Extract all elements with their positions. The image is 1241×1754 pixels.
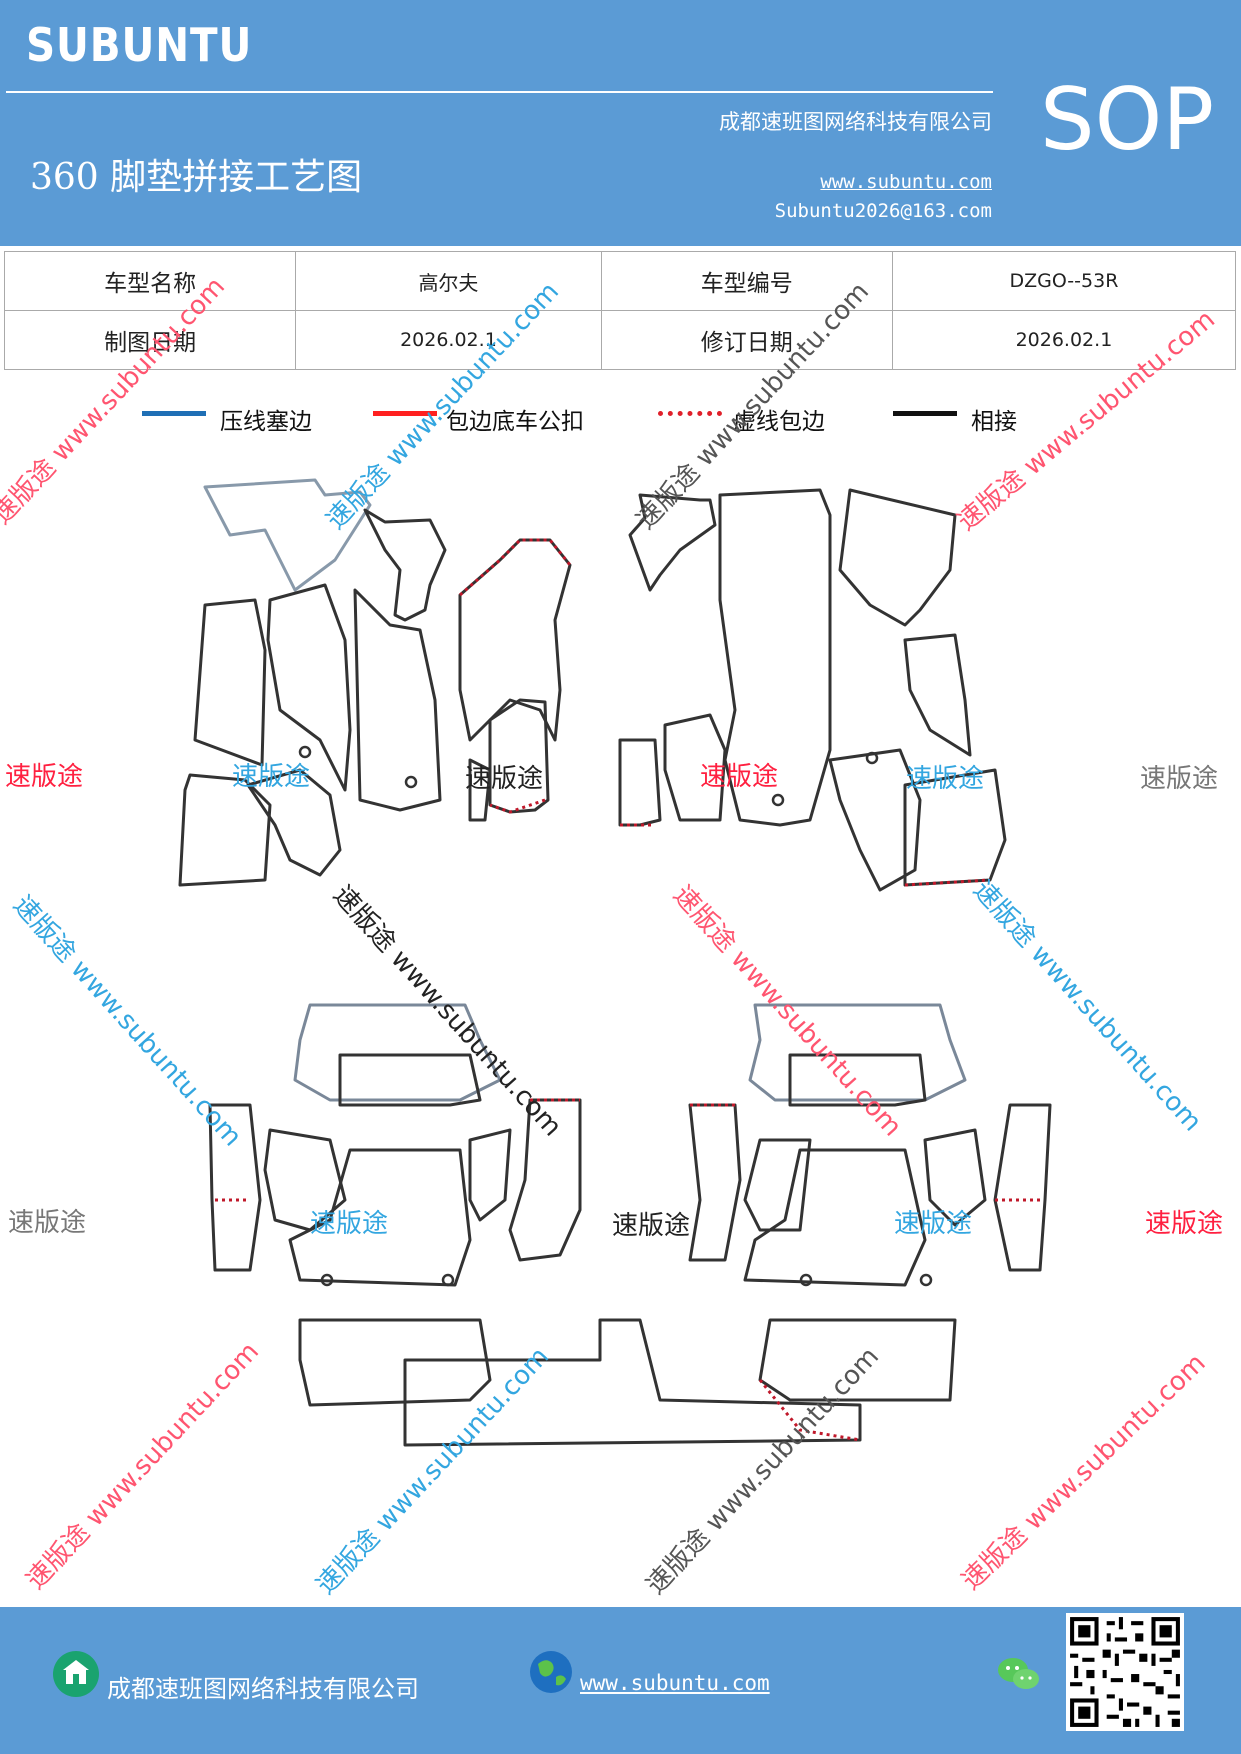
footer-url-link[interactable]: www.subuntu.com — [580, 1671, 770, 1695]
home-icon — [53, 1651, 99, 1697]
model-code-label: 车型编号 — [600, 251, 893, 311]
header-banner: SUBUNTU 360 脚垫拼接工艺图 成都速班图网络科技有限公司 www.su… — [0, 0, 1241, 246]
model-name-value: 高尔夫 — [295, 251, 602, 311]
watermark: 速版途 — [5, 762, 84, 792]
model-code-value: DZGO--53R — [891, 251, 1237, 311]
revise-date-label: 修订日期 — [600, 310, 893, 370]
legend-label: 压线塞边 — [220, 409, 312, 435]
legend-label: 包边底车公扣 — [446, 409, 584, 435]
legend-swatch-red — [373, 411, 437, 416]
watermark: 速版途 — [612, 1211, 691, 1241]
legend-swatch-blue — [142, 411, 206, 416]
table-row: 制图日期 2026.02.1 修订日期 2026.02.1 — [3, 310, 1237, 370]
footer-banner: 成都速班图网络科技有限公司 www.subuntu.com — [0, 1607, 1241, 1754]
watermark: 速版途 — [894, 1209, 973, 1239]
legend: 压线塞边 包边底车公扣 虚线包边 相接 — [0, 398, 1241, 438]
watermark: 速版途 — [8, 1208, 87, 1238]
globe-icon — [528, 1649, 574, 1695]
watermark: 速版途 — [700, 762, 779, 792]
header-email: Subuntu2026@163.com — [774, 200, 992, 222]
model-name-label: 车型名称 — [3, 251, 297, 311]
watermark: 速版途 — [310, 1209, 389, 1239]
header-divider — [6, 91, 993, 93]
watermark: 速版途 — [906, 764, 985, 794]
watermark: 速版途 — [1145, 1209, 1224, 1239]
wechat-icon — [996, 1654, 1042, 1694]
legend-label: 相接 — [971, 409, 1017, 435]
watermark: 速版途 — [1140, 764, 1219, 794]
info-table: 车型名称 高尔夫 车型编号 DZGO--53R 制图日期 2026.02.1 修… — [3, 251, 1237, 370]
legend-swatch-dotted — [658, 411, 722, 416]
document-title: 360 脚垫拼接工艺图 — [30, 157, 363, 198]
footer-company: 成都速班图网络科技有限公司 — [107, 1675, 419, 1703]
draw-date-label: 制图日期 — [3, 310, 297, 370]
sop-label: SOP — [1040, 70, 1215, 170]
watermark: 速版途 — [465, 764, 544, 794]
watermark: 速版途 — [232, 762, 311, 792]
brand-logo: SUBUNTU — [26, 18, 253, 72]
revise-date-value: 2026.02.1 — [891, 310, 1237, 370]
legend-swatch-black — [893, 411, 957, 416]
draw-date-value: 2026.02.1 — [295, 310, 602, 370]
header-company: 成都速班图网络科技有限公司 — [719, 110, 992, 134]
header-url-link[interactable]: www.subuntu.com — [820, 171, 992, 193]
floor-mat-drawing — [178, 478, 1052, 1447]
qr-code — [1066, 1613, 1184, 1731]
legend-label: 虚线包边 — [733, 409, 825, 435]
